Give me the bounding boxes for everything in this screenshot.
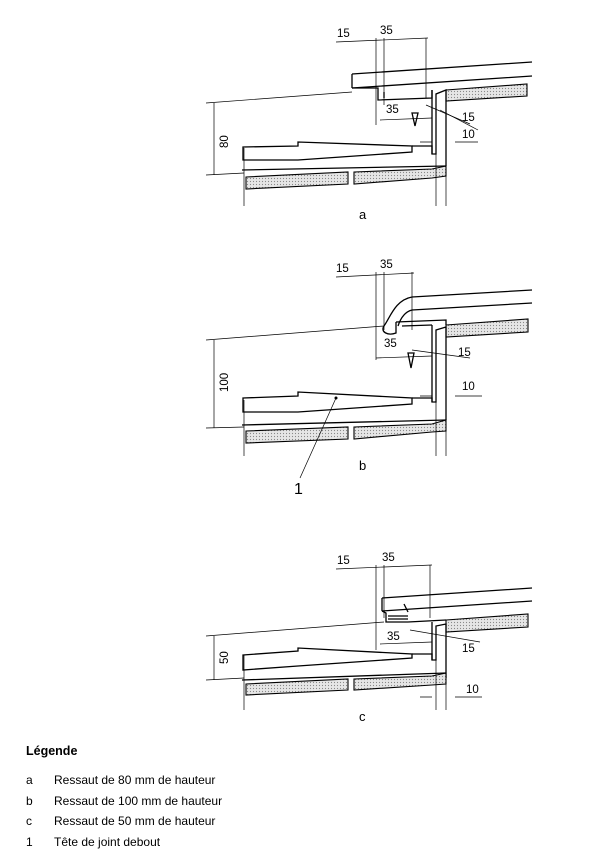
legend-text: Tête de joint debout bbox=[54, 834, 161, 849]
dim-c-inner: 35 bbox=[387, 631, 400, 643]
dim-c-height: 50 bbox=[219, 651, 231, 664]
dim-a-right-upper: 15 bbox=[462, 112, 475, 124]
dim-a-top-left: 15 bbox=[337, 28, 350, 40]
dim-b-right-upper: 15 bbox=[458, 347, 471, 359]
technical-drawing: 15 35 35 15 10 80 a bbox=[205, 25, 533, 724]
dim-c-top-right: 35 bbox=[382, 552, 395, 564]
legend-text: Ressaut de 80 mm de hauteur bbox=[54, 773, 216, 787]
figure-b: 15 35 35 15 10 100 b 1 bbox=[205, 259, 533, 498]
legend-text: Ressaut de 100 mm de hauteur bbox=[54, 793, 223, 808]
dim-a-height: 80 bbox=[219, 135, 231, 148]
dim-a-right-lower: 10 bbox=[462, 129, 475, 141]
legend-item: c Ressaut de 50 mm de hauteur bbox=[26, 811, 586, 832]
legend-text: Ressaut de 50 mm de hauteur bbox=[54, 814, 216, 828]
dim-a-top-right: 35 bbox=[380, 25, 393, 37]
legend: Légende a Ressaut de 80 mm de hauteur b … bbox=[26, 744, 586, 852]
legend-item: b Ressaut de 100 mm de hauteur bbox=[26, 791, 586, 812]
dim-b-top-right: 35 bbox=[380, 259, 393, 271]
figure-a: 15 35 35 15 10 80 a bbox=[205, 25, 533, 222]
legend-title: Légende bbox=[26, 744, 78, 758]
caption-c: c bbox=[359, 709, 366, 724]
dim-b-height: 100 bbox=[219, 373, 231, 392]
callout-1: 1 bbox=[294, 481, 303, 498]
legend-key: c bbox=[26, 814, 32, 828]
dim-b-inner: 35 bbox=[384, 338, 397, 350]
caption-b: b bbox=[359, 458, 366, 473]
dim-a-inner: 35 bbox=[386, 104, 399, 116]
dim-c-right-upper: 15 bbox=[462, 643, 475, 655]
dim-b-right-lower: 10 bbox=[462, 381, 475, 393]
legend-key: a bbox=[26, 773, 33, 787]
dim-c-right-lower: 10 bbox=[466, 684, 479, 696]
dim-b-top-left: 15 bbox=[336, 263, 349, 275]
legend-item: a Ressaut de 80 mm de hauteur bbox=[26, 770, 586, 791]
caption-a: a bbox=[359, 207, 367, 222]
figure-c: 15 35 35 15 10 50 c bbox=[205, 552, 533, 724]
legend-key: 1 bbox=[26, 834, 33, 849]
legend-key: b bbox=[26, 793, 33, 808]
legend-item: 1 Tête de joint debout bbox=[26, 832, 586, 853]
dim-c-top-left: 15 bbox=[337, 555, 350, 567]
